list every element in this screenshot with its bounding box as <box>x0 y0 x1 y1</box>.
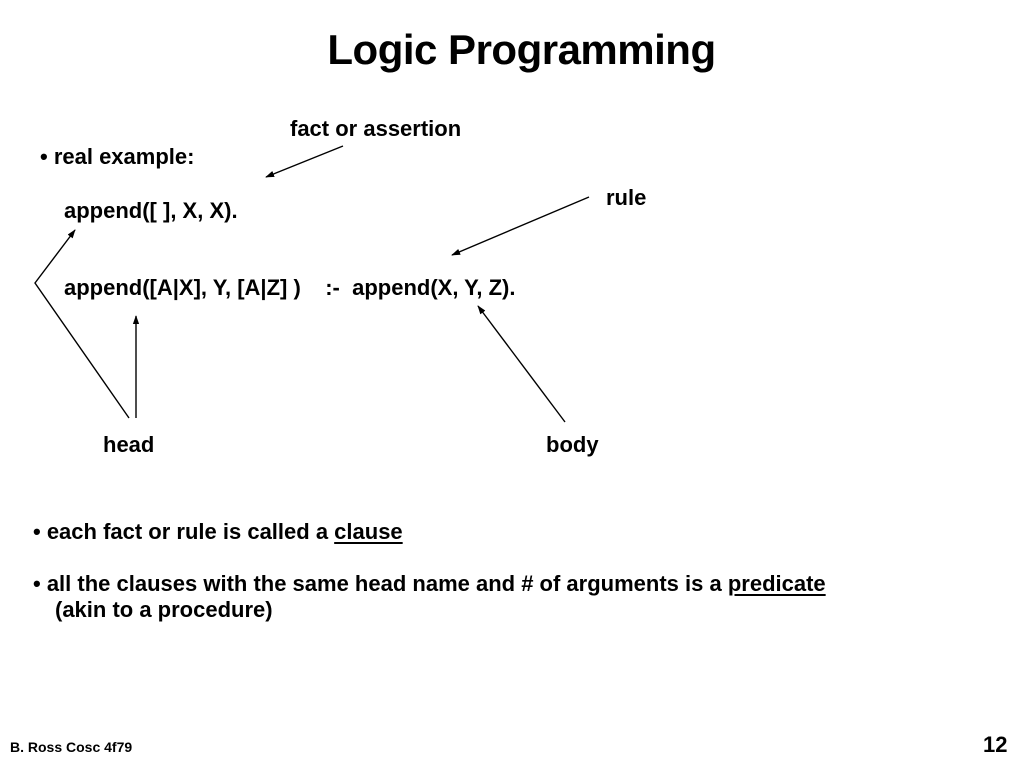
page-number: 12 <box>983 732 1008 757</box>
predicate-term: predicate <box>727 571 826 596</box>
rule-arrow <box>451 196 590 256</box>
bullet-clause-text: • each fact or rule is called a <box>33 519 335 544</box>
bullet-predicate: • all the clauses with the same head nam… <box>33 571 826 597</box>
rule-annotation-label: rule <box>606 185 647 210</box>
bullet-predicate-text: • all the clauses with the same head nam… <box>33 571 728 596</box>
fact-code-line: append([ ], X, X). <box>64 198 238 223</box>
slide-title: Logic Programming <box>327 26 716 73</box>
head-to-fact-arrow <box>34 229 130 419</box>
fact-arrow <box>265 145 344 178</box>
bullet-clause: • each fact or rule is called a clause <box>33 519 403 545</box>
rule-code-line: append([A|X], Y, [A|Z] ) :- append(X, Y,… <box>64 275 516 300</box>
footer-author: B. Ross Cosc 4f79 <box>10 739 133 755</box>
bullet-real-example: • real example: <box>40 144 195 169</box>
body-arrow <box>477 305 566 423</box>
head-annotation-label: head <box>103 432 155 457</box>
fact-annotation-label: fact or assertion <box>290 116 462 141</box>
clause-term: clause <box>334 519 403 544</box>
bullet-predicate-line2: (akin to a procedure) <box>55 597 273 622</box>
body-annotation-label: body <box>546 432 599 457</box>
